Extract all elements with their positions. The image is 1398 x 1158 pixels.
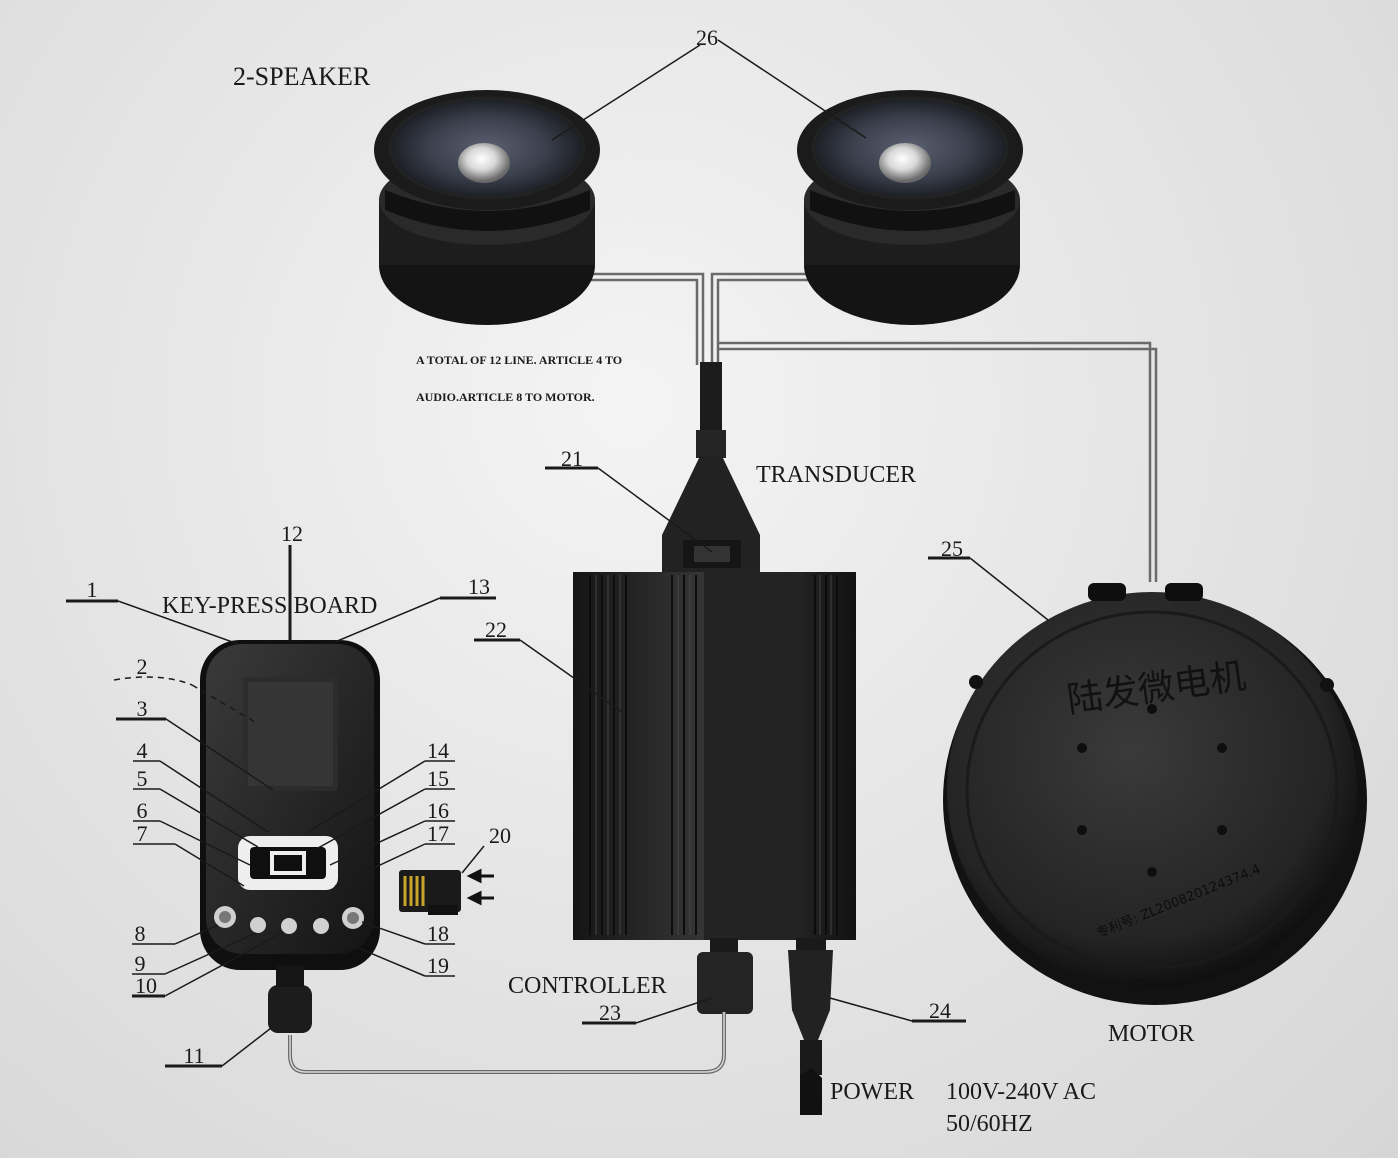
cable-bundle <box>700 362 722 432</box>
callout-21: 21 <box>561 446 583 471</box>
title-2-speaker: 2-SPEAKER <box>233 62 371 91</box>
callout-8: 8 <box>135 921 146 946</box>
keypad-cable <box>288 1012 726 1074</box>
callout-20: 20 <box>489 823 511 848</box>
callout-5: 5 <box>137 766 148 791</box>
wiring-note-line2: AUDIO.ARTICLE 8 TO MOTOR. <box>416 390 595 404</box>
label-transducer: TRANSDUCER <box>756 462 916 488</box>
callout-2: 2 <box>137 654 148 679</box>
callout-13: 13 <box>468 574 490 599</box>
callout-14: 14 <box>427 738 449 763</box>
callout-24: 24 <box>929 998 951 1023</box>
callout-12: 12 <box>281 521 303 546</box>
label-frequency: 50/60HZ <box>946 1111 1033 1137</box>
label-power: POWER <box>830 1079 914 1105</box>
callout-11: 11 <box>183 1043 204 1068</box>
callout-15: 15 <box>427 766 449 791</box>
callout-19: 19 <box>427 953 449 978</box>
transducer-plug <box>662 456 760 575</box>
callout-23: 23 <box>599 1000 621 1025</box>
cable-collar <box>696 430 726 458</box>
remote-button-10[interactable] <box>281 918 297 934</box>
insert-arrows <box>466 868 494 906</box>
label-controller: CONTROLLER <box>508 973 667 999</box>
sd-card <box>399 870 461 915</box>
callout-10: 10 <box>135 973 157 998</box>
remote-button-9[interactable] <box>250 917 266 933</box>
callout-6: 6 <box>137 798 148 823</box>
label-voltage: 100V-240V AC <box>946 1079 1096 1105</box>
speaker-right <box>797 90 1023 325</box>
remote-button-19[interactable] <box>313 918 329 934</box>
callout-numbers: 26 21 22 25 23 24 11 1 12 13 2 3 4 5 6 7… <box>87 25 964 1068</box>
callout-9: 9 <box>135 951 146 976</box>
callout-18: 18 <box>427 921 449 946</box>
callout-3: 3 <box>137 696 148 721</box>
callout-1: 1 <box>87 577 98 602</box>
callout-16: 16 <box>427 798 449 823</box>
controller-box <box>573 572 856 940</box>
callout-25: 25 <box>941 536 963 561</box>
controller-connector <box>697 938 753 1014</box>
speaker-wires <box>590 272 820 365</box>
speaker-left <box>374 90 600 325</box>
callout-7: 7 <box>137 821 148 846</box>
wiring-note-line1: A TOTAL OF 12 LINE. ARTICLE 4 TO <box>416 353 622 367</box>
key-press-board <box>200 640 380 1033</box>
callout-22: 22 <box>485 617 507 642</box>
label-motor: MOTOR <box>1108 1021 1194 1047</box>
callout-26: 26 <box>696 25 718 50</box>
label-key-press-board: KEY-PRESS BOARD <box>162 593 377 619</box>
power-cord <box>788 938 833 1115</box>
callout-4: 4 <box>137 738 148 763</box>
motor-wire <box>718 341 1158 582</box>
callout-17: 17 <box>427 821 449 846</box>
motor <box>943 583 1367 1005</box>
leader-lines <box>66 39 1049 1068</box>
